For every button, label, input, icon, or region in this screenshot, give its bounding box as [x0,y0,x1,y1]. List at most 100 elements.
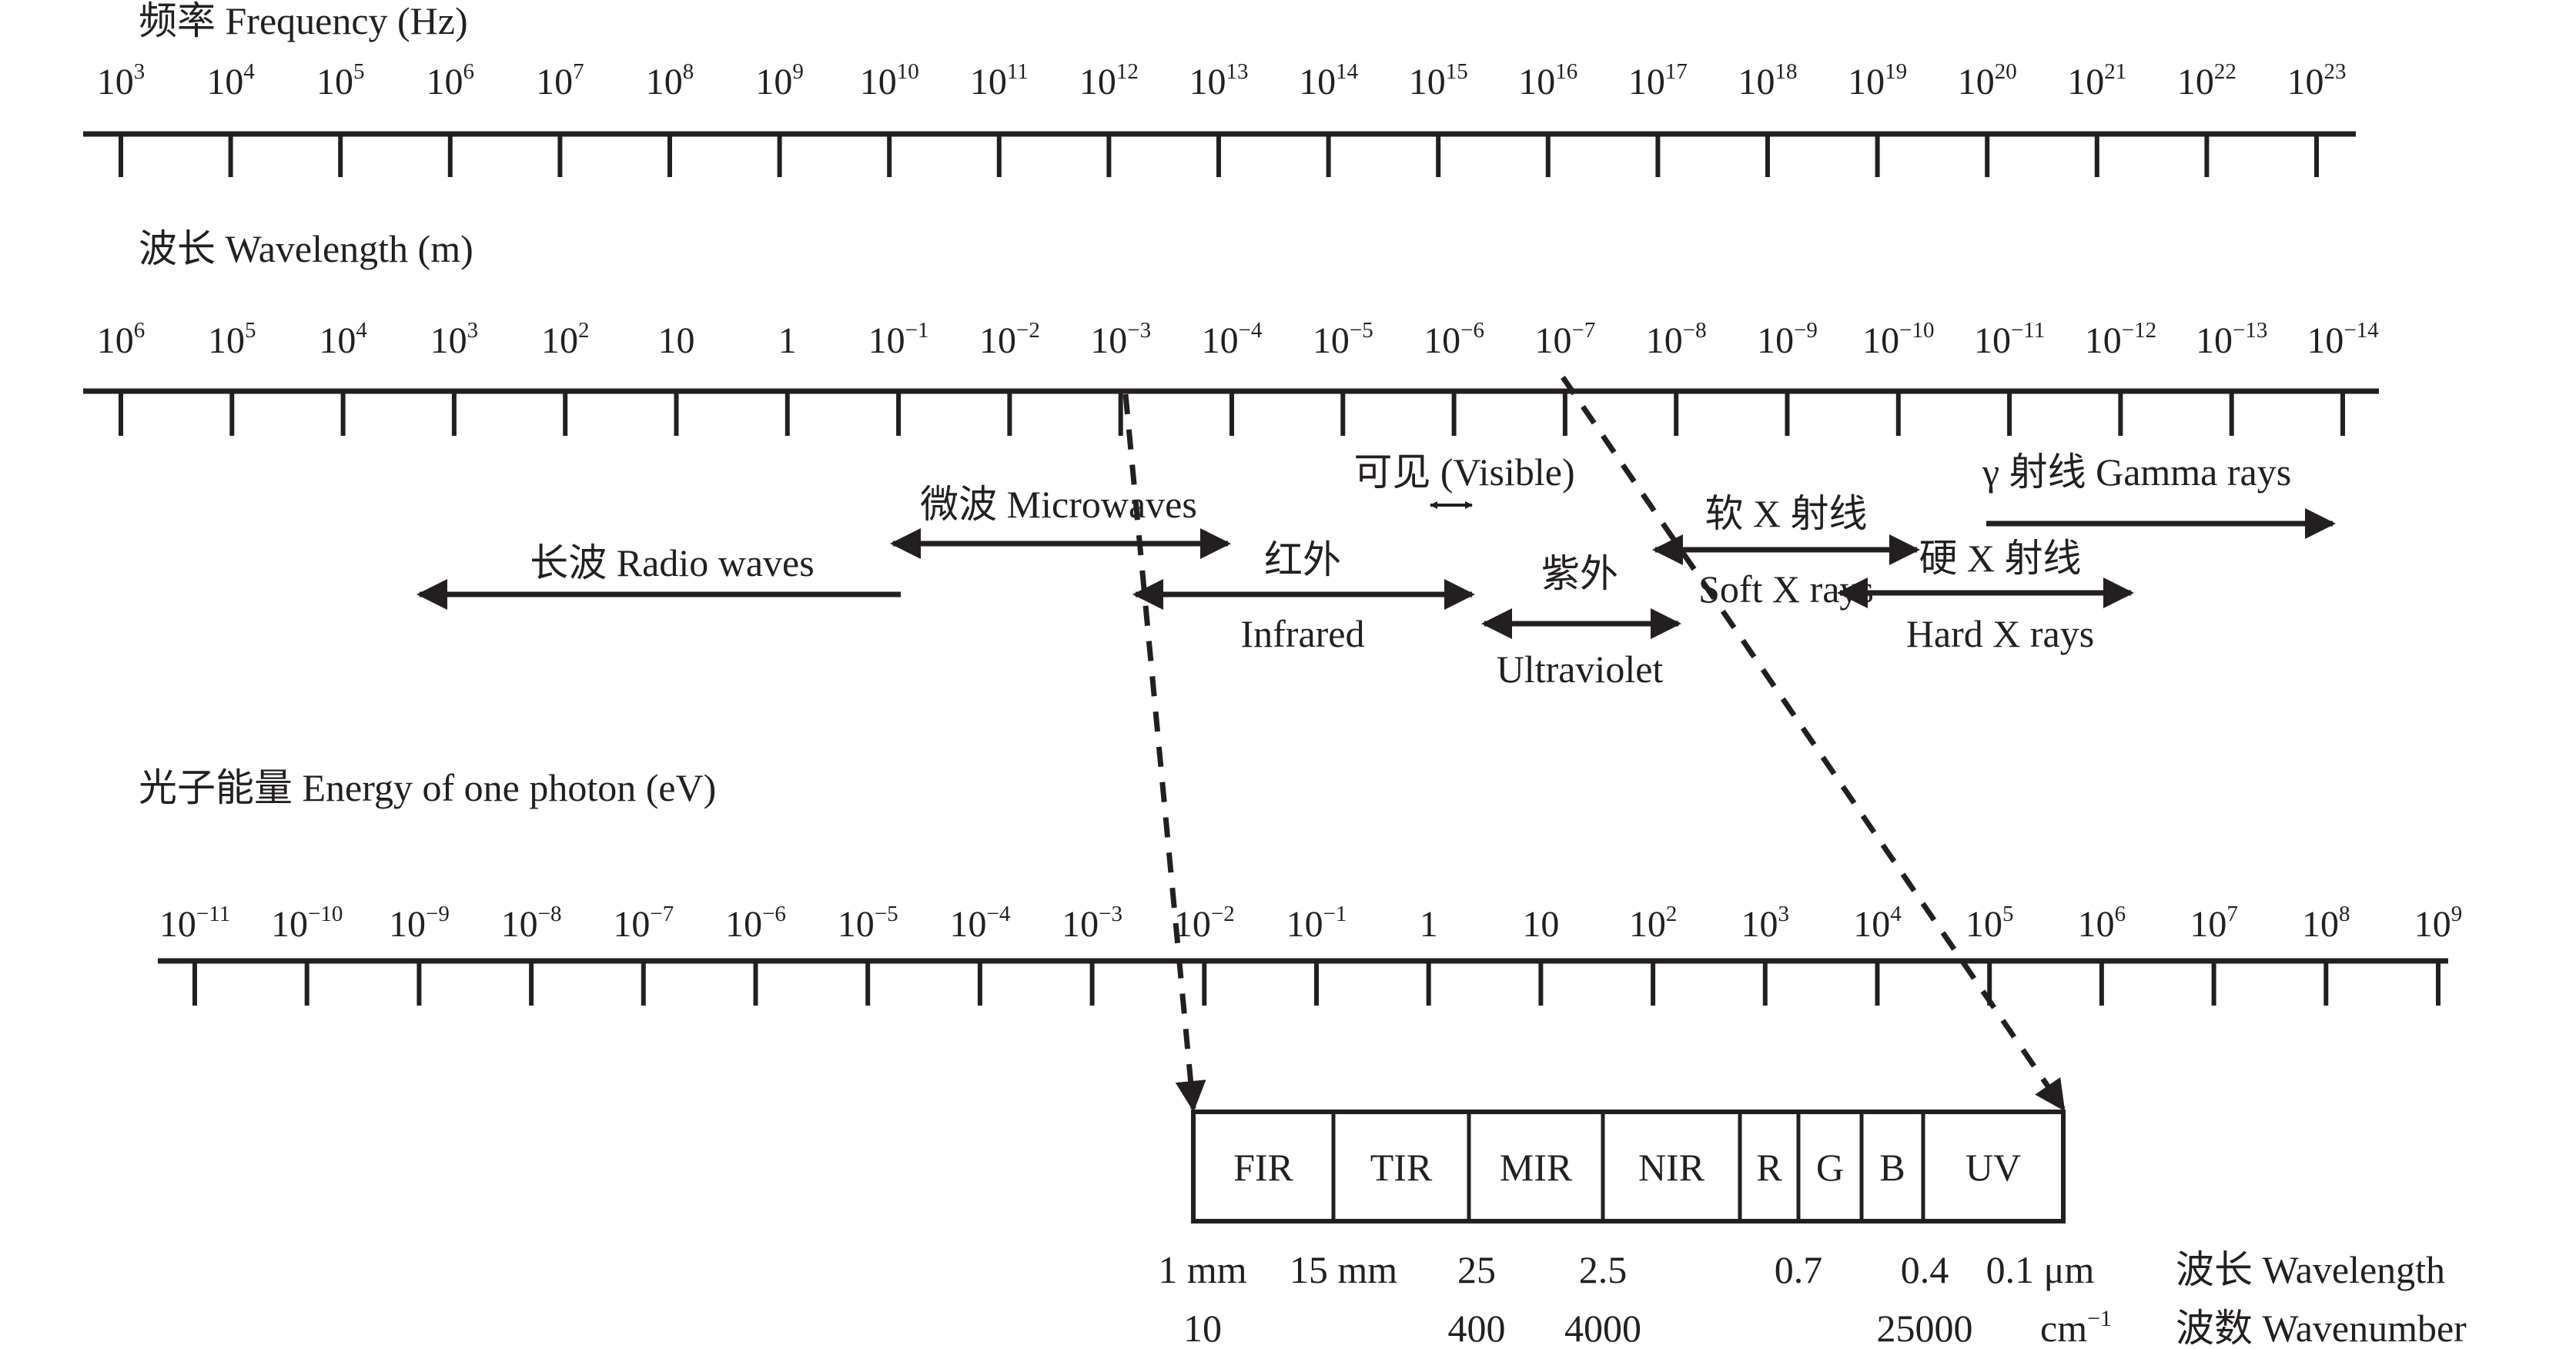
wavelength-tick-label: 106 [97,318,146,361]
wavelength-tick-label: 102 [541,318,590,361]
wavenumber-value: 400 [1448,1307,1506,1349]
energy-tick-label: 10−3 [1062,902,1122,945]
wavelength-value: 0.4 [1901,1248,1949,1291]
ultraviolet-label-cn: 紫外 [1541,552,1618,595]
energy-tick-label: 10−11 [159,902,230,945]
frequency-tick-label: 1021 [2067,59,2126,102]
microwaves-label: 微波 Microwaves [920,483,1197,526]
frequency-tick-label: 1015 [1409,59,1468,102]
frequency-tick-label: 1010 [860,59,919,102]
wavelength-tick-label: 104 [319,318,367,361]
segment-label-r: R [1756,1146,1782,1189]
wavelength-tick-label: 10−10 [1862,318,1934,361]
hard-xray-label-cn: 硬 X 射线 [1919,537,2081,580]
wavenumber-value: 4000 [1564,1307,1641,1349]
energy-tick-label: 10−2 [1174,902,1235,945]
energy-tick-label: 107 [2190,902,2238,945]
wavelength-tick-label: 10−12 [2085,318,2156,361]
zoom-line-right [1561,376,2066,1112]
radio-waves-band: 长波 Radio waves [417,541,901,610]
frequency-tick-label: 108 [646,59,694,102]
visible-band: 可见 (Visible) [1353,450,1575,509]
wavenumber-value: 25000 [1877,1307,1973,1349]
ultraviolet-label-en: Ultraviolet [1497,648,1664,691]
wavelength-tick-label: 10−6 [1423,318,1484,361]
segment-label-g: G [1816,1146,1844,1189]
energy-tick-label: 10−8 [501,902,562,945]
wavelength-value: 0.7 [1775,1248,1823,1291]
energy-tick-label: 106 [2078,902,2126,945]
energy-tick-label: 10 [1522,904,1559,945]
energy-tick-label: 109 [2414,902,2463,945]
frequency-tick-label: 107 [536,59,584,102]
energy-tick-label: 10−6 [725,902,786,945]
wavenumber-unit-base: cm [2040,1307,2087,1349]
detail-bar-frame [1191,1110,2066,1223]
wavelength-value: 1 mm [1158,1248,1246,1291]
detail-wavelength-scale: 1 mm 15 mm 25 2.5 0.7 0.4 0.1 μm 波长 Wavelength [1158,1248,2445,1291]
frequency-tick-label: 1022 [2177,59,2236,102]
segment-label-uv: UV [1965,1146,2021,1189]
frequency-tick-label: 103 [97,59,146,102]
wavelength-value: 25 [1457,1248,1496,1291]
infrared-label-en: Infrared [1241,612,1365,655]
segment-label-nir: NIR [1638,1146,1705,1189]
frequency-tick-label: 1011 [970,59,1029,102]
energy-tick-label: 1 [1420,904,1438,945]
frequency-tick-label: 1012 [1079,59,1139,102]
zoom-line-left [1122,393,1206,1112]
wavelength-tick-label: 10−2 [979,318,1040,361]
visible-label: 可见 (Visible) [1353,450,1574,494]
wavelength-tick-label: 10−3 [1090,318,1151,361]
ultraviolet-band: 紫外 Ultraviolet [1481,552,1681,691]
wavelength-tick-label: 10−11 [1974,318,2045,361]
detail-wavelength-label: 波长 Wavelength [2176,1248,2445,1291]
wavelength-tick-label: 103 [430,318,479,361]
wavelength-tick-label: 10−14 [2307,318,2379,361]
energy-tick-label: 108 [2302,902,2350,945]
hard-xray-label-en: Hard X rays [1906,612,2094,655]
energy-tick-label: 10−5 [838,902,898,945]
energy-tick-label: 102 [1629,902,1678,945]
infrared-label-cn: 红外 [1264,538,1341,581]
wavelength-value: 0.1 μm [1986,1248,2095,1291]
spectrum-bands: 长波 Radio waves 微波 Microwaves 可见 (Visible… [417,450,2336,691]
radio-waves-label: 长波 Radio waves [530,541,814,584]
energy-tick-label: 10−1 [1286,902,1347,945]
wavelength-tick-label: 10−5 [1313,318,1373,361]
frequency-tick-label: 1013 [1189,59,1249,102]
wavelength-tick-label: 10−1 [868,318,929,361]
energy-tick-label: 10−7 [613,902,674,945]
wavelength-tick-label: 10 [658,320,695,361]
wavelength-tick-label: 10−4 [1202,318,1263,361]
wavelength-value: 2.5 [1579,1248,1628,1291]
frequency-tick-label: 1023 [2287,59,2347,102]
frequency-tick-label: 1016 [1518,59,1577,102]
detail-wavenumber-label: 波数 Wavenumber [2176,1307,2467,1349]
frequency-tick-label: 1017 [1628,59,1688,102]
energy-tick-label: 105 [1965,902,2014,945]
wavelength-value: 15 mm [1290,1248,1397,1291]
frequency-axis-title: 频率 Frequency (Hz) [139,0,468,42]
frequency-tick-label: 106 [427,59,475,102]
soft-xray-label-en: Soft X rays [1698,567,1874,611]
wavelength-axis-title: 波长 Wavelength (m) [139,227,473,270]
segment-label-b: B [1879,1146,1905,1189]
wavenumber-unit-exp: −1 [2087,1306,2112,1331]
frequency-tick-label: 104 [206,59,255,102]
microwaves-band: 微波 Microwaves [890,483,1231,559]
energy-tick-label: 104 [1853,902,1902,945]
segment-label-tir: TIR [1370,1146,1433,1189]
energy-tick-label: 10−9 [389,902,450,945]
gamma-rays-band: γ 射线 Gamma rays [1982,450,2336,539]
